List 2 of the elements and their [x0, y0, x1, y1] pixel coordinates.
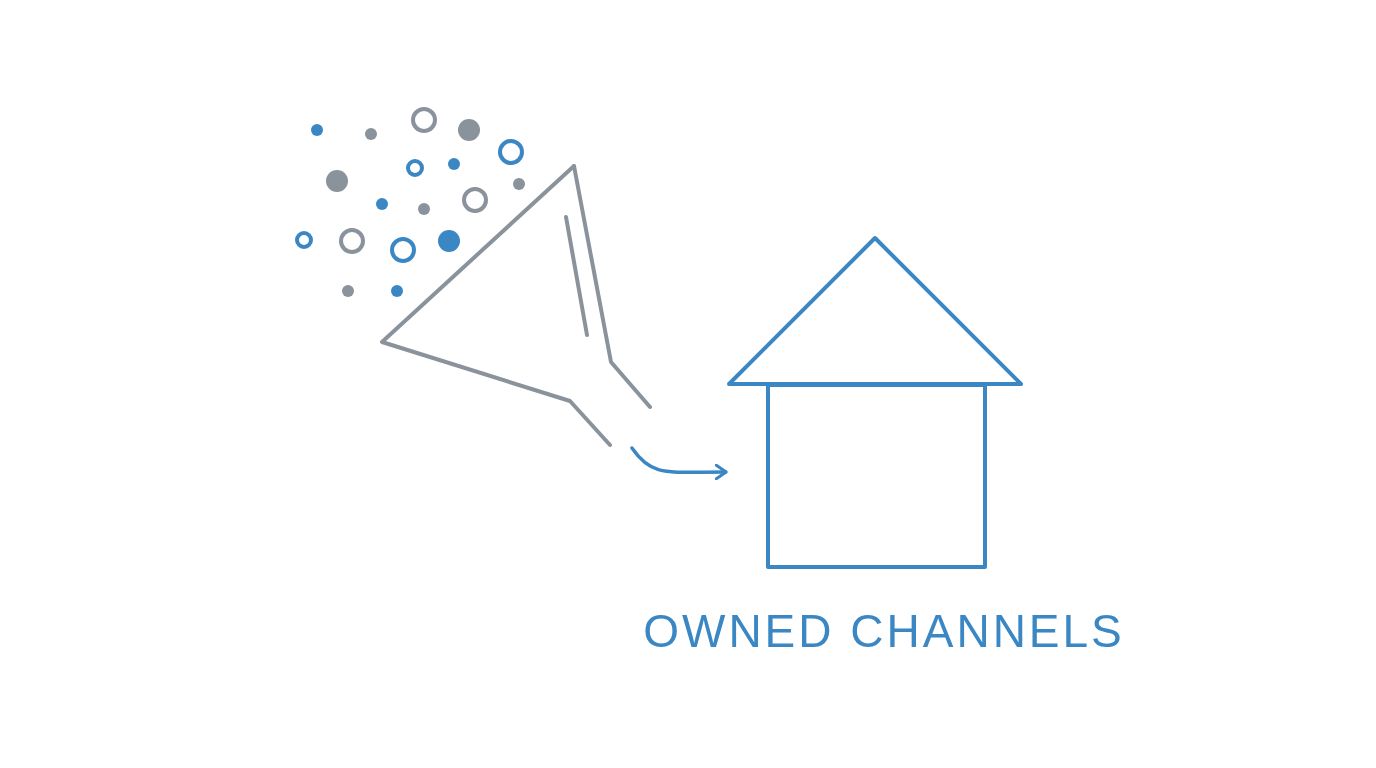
curved-arrow — [630, 446, 728, 481]
node-label: OWNED CHANNELS — [643, 604, 1125, 658]
